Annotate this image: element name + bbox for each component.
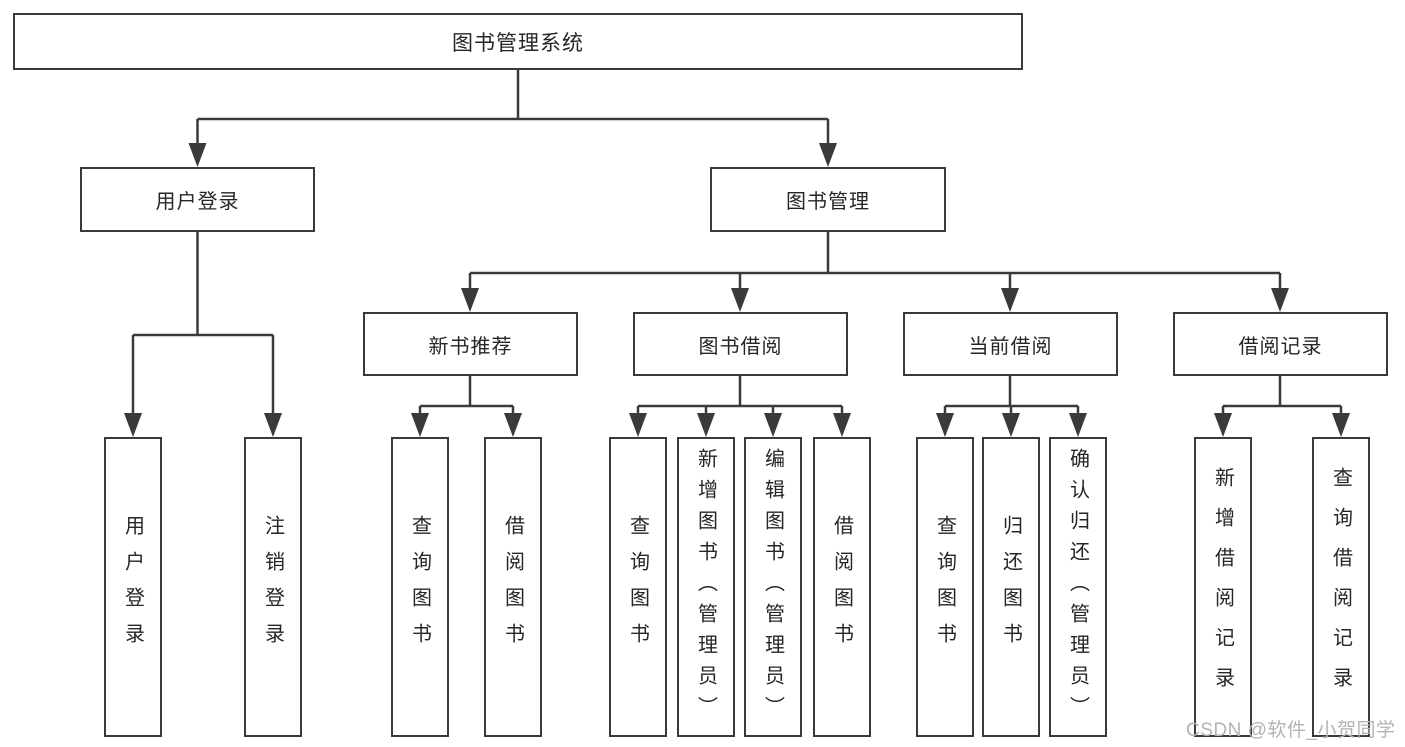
leaf-query-borrow-record: 查询借阅记录	[1312, 437, 1370, 737]
leaf-recommend-borrow-books: 借阅图书	[484, 437, 542, 737]
node-new-book-recommend: 新书推荐	[363, 312, 578, 376]
leaf-borrow-query-books: 查询图书	[609, 437, 667, 737]
node-book-borrow: 图书借阅	[633, 312, 848, 376]
leaf-return-books: 归还图书	[982, 437, 1040, 737]
leaf-user-login: 用户登录	[104, 437, 162, 737]
leaf-logout: 注销登录	[244, 437, 302, 737]
node-library-management-system: 图书管理系统	[13, 13, 1023, 70]
node-book-management: 图书管理	[710, 167, 946, 232]
leaf-recommend-query-books: 查询图书	[391, 437, 449, 737]
node-current-borrow: 当前借阅	[903, 312, 1118, 376]
leaf-current-query-books: 查询图书	[916, 437, 974, 737]
leaf-confirm-return-admin: 确认归还（管理员）	[1049, 437, 1107, 737]
leaf-edit-books-admin: 编辑图书（管理员）	[744, 437, 802, 737]
leaf-add-borrow-record: 新增借阅记录	[1194, 437, 1252, 737]
leaf-add-books-admin: 新增图书（管理员）	[677, 437, 735, 737]
arrowhead-icons	[124, 143, 1350, 437]
node-user-login: 用户登录	[80, 167, 315, 232]
node-borrow-records: 借阅记录	[1173, 312, 1388, 376]
csdn-watermark: CSDN @软件_小贺同学	[1186, 720, 1396, 741]
leaf-borrow-books: 借阅图书	[813, 437, 871, 737]
